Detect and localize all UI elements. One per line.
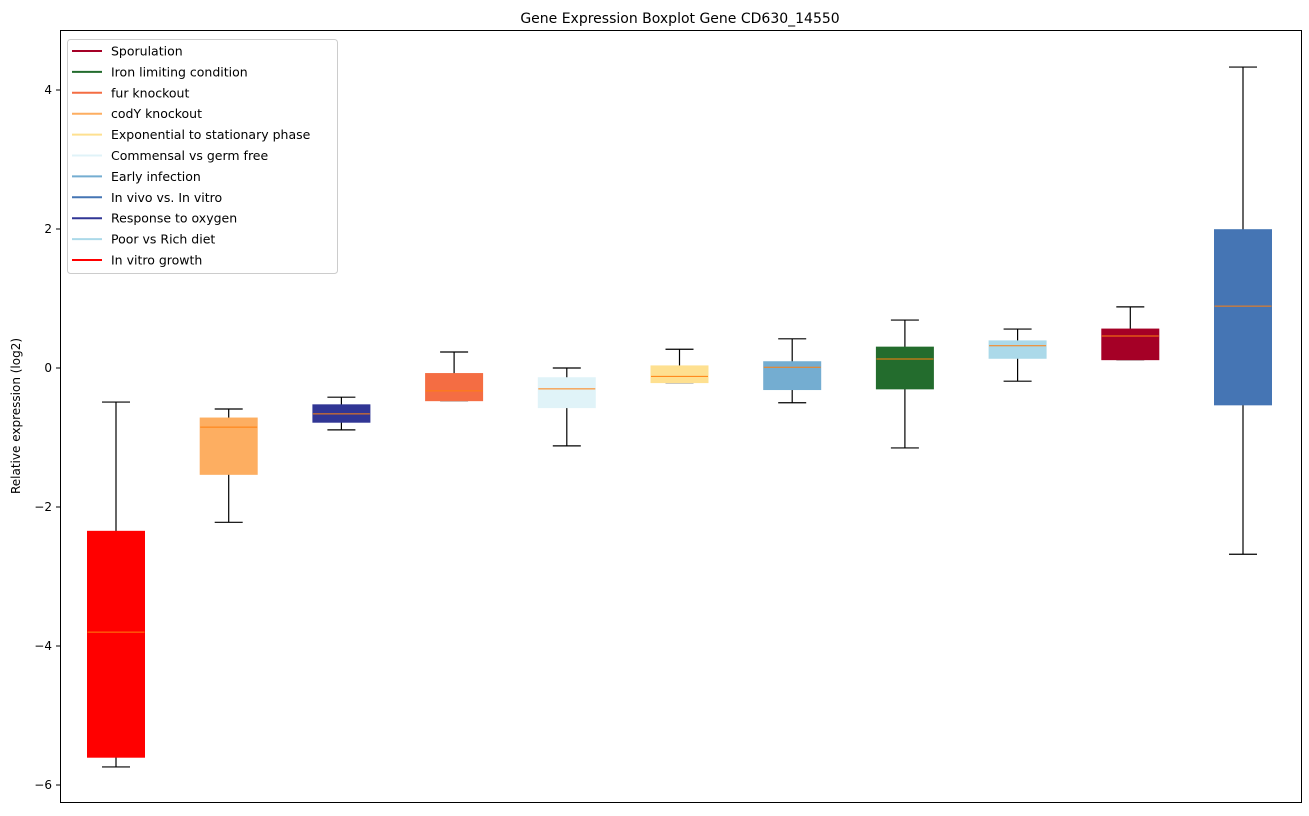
box-iqr bbox=[1101, 328, 1160, 361]
legend-label: Sporulation bbox=[111, 44, 183, 59]
box-iqr bbox=[1214, 229, 1272, 406]
legend-label: Commensal vs germ free bbox=[111, 148, 268, 163]
box-cody-knockout bbox=[199, 408, 258, 523]
legend-frame bbox=[67, 39, 338, 274]
box-in-vitro-growth bbox=[87, 401, 145, 768]
legend-label: Iron limiting condition bbox=[111, 64, 248, 79]
y-tick-label: 2 bbox=[44, 222, 52, 236]
box-commensal-vs-germ-free bbox=[537, 367, 596, 447]
legend-label: In vivo vs. In vitro bbox=[111, 190, 222, 205]
box-iqr bbox=[537, 377, 596, 409]
box-sporulation bbox=[1101, 306, 1160, 361]
box-early-infection bbox=[763, 338, 822, 404]
y-axis-label: Relative expression (log2) bbox=[9, 338, 23, 494]
boxes-group bbox=[87, 66, 1272, 768]
box-iqr bbox=[988, 340, 1047, 359]
legend-label: Response to oxygen bbox=[111, 211, 237, 226]
box-fur-knockout bbox=[425, 351, 484, 402]
box-iqr bbox=[87, 530, 145, 758]
box-poor-vs-rich-diet bbox=[988, 328, 1047, 382]
y-axis: 4 2 0 −2 −4 −6 bbox=[34, 83, 60, 792]
y-tick-label: 4 bbox=[44, 83, 52, 97]
box-iqr bbox=[875, 346, 934, 390]
box-iron-limiting-condition bbox=[875, 319, 934, 449]
y-tick-label: −2 bbox=[34, 500, 52, 514]
box-iqr bbox=[763, 361, 822, 391]
legend-label: Exponential to stationary phase bbox=[111, 127, 311, 142]
box-exponential-to-stationary-phase bbox=[650, 348, 709, 384]
legend-label: fur knockout bbox=[111, 85, 189, 100]
legend-label: Poor vs Rich diet bbox=[111, 232, 215, 247]
chart-title: Gene Expression Boxplot Gene CD630_14550 bbox=[520, 11, 839, 27]
box-iqr bbox=[425, 373, 484, 402]
legend-label: In vitro growth bbox=[111, 253, 202, 268]
box-iqr bbox=[199, 417, 258, 475]
box-response-to-oxygen bbox=[312, 396, 371, 431]
legend-label: Early infection bbox=[111, 169, 201, 184]
box-iqr bbox=[650, 365, 709, 384]
y-tick-label: −6 bbox=[34, 778, 52, 792]
plot-frame bbox=[60, 30, 1302, 803]
box-in-vivo-vs-in-vitro bbox=[1214, 66, 1272, 555]
y-tick-label: 0 bbox=[44, 361, 52, 375]
y-tick-label: −4 bbox=[34, 639, 52, 653]
legend-label: codY knockout bbox=[111, 106, 202, 121]
